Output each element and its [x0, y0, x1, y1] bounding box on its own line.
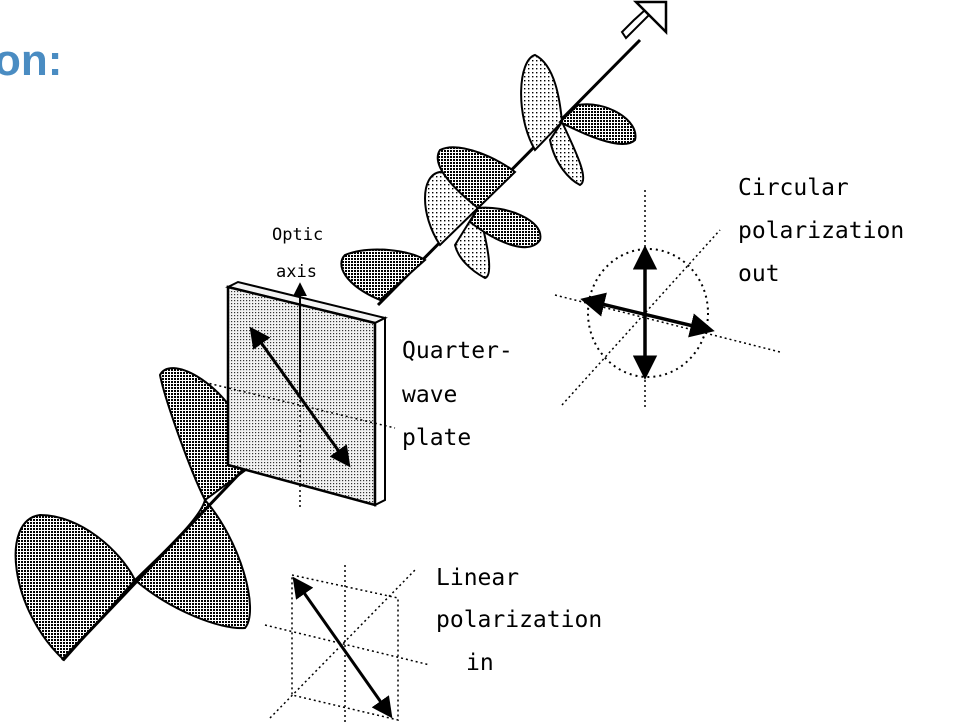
circular-label-line-3: out	[738, 261, 780, 287]
circular-path-dotted	[587, 248, 709, 378]
linear-label-line-1: Linear	[436, 565, 519, 591]
linear-polarization-arrow	[292, 576, 393, 719]
optic-axis-label-line-1: Optic	[272, 225, 323, 245]
plate-guide-horizontal	[194, 379, 396, 429]
plate-label-line-1: Quarter-	[402, 338, 513, 364]
circular-wave-dotted-lobe-3	[520, 53, 564, 152]
plate-side-edge	[374, 316, 386, 507]
heading-fragment: on:	[0, 36, 62, 85]
circular-polarization-symbol	[554, 190, 781, 410]
outgoing-direction-arrow	[620, 0, 668, 40]
linear-label-line-2: polarization	[436, 607, 602, 633]
optic-axis-label-line-2: axis	[276, 262, 317, 282]
circular-guide-diagonal	[561, 229, 721, 406]
linear-polarization-symbol	[264, 565, 431, 725]
plate-polarization-arrow	[249, 326, 351, 468]
plate-label-line-3: plate	[402, 425, 471, 451]
circular-wave-dense-lobe-3	[436, 146, 517, 210]
circular-horizontal-arrow	[580, 292, 715, 338]
quarter-wave-plate	[194, 280, 396, 510]
linear-wave-lobe-1	[14, 513, 137, 662]
circular-wave-dotted-lobe-4	[548, 119, 585, 187]
linear-frame-dotted	[291, 574, 399, 721]
circular-wave-dense-lobe-4	[558, 103, 637, 145]
circular-label-line-1: Circular	[738, 175, 849, 201]
circular-wave-dense-lobe-2	[468, 206, 542, 249]
linear-guide-horizontal	[264, 624, 431, 666]
circular-label-line-2: polarization	[738, 218, 904, 244]
circular-wave-out	[340, 53, 637, 302]
circular-wave-dense-lobe-1	[340, 248, 427, 302]
linear-label-line-3: in	[466, 650, 494, 676]
plate-face	[226, 285, 377, 507]
plate-label-line-2: wave	[402, 382, 457, 408]
